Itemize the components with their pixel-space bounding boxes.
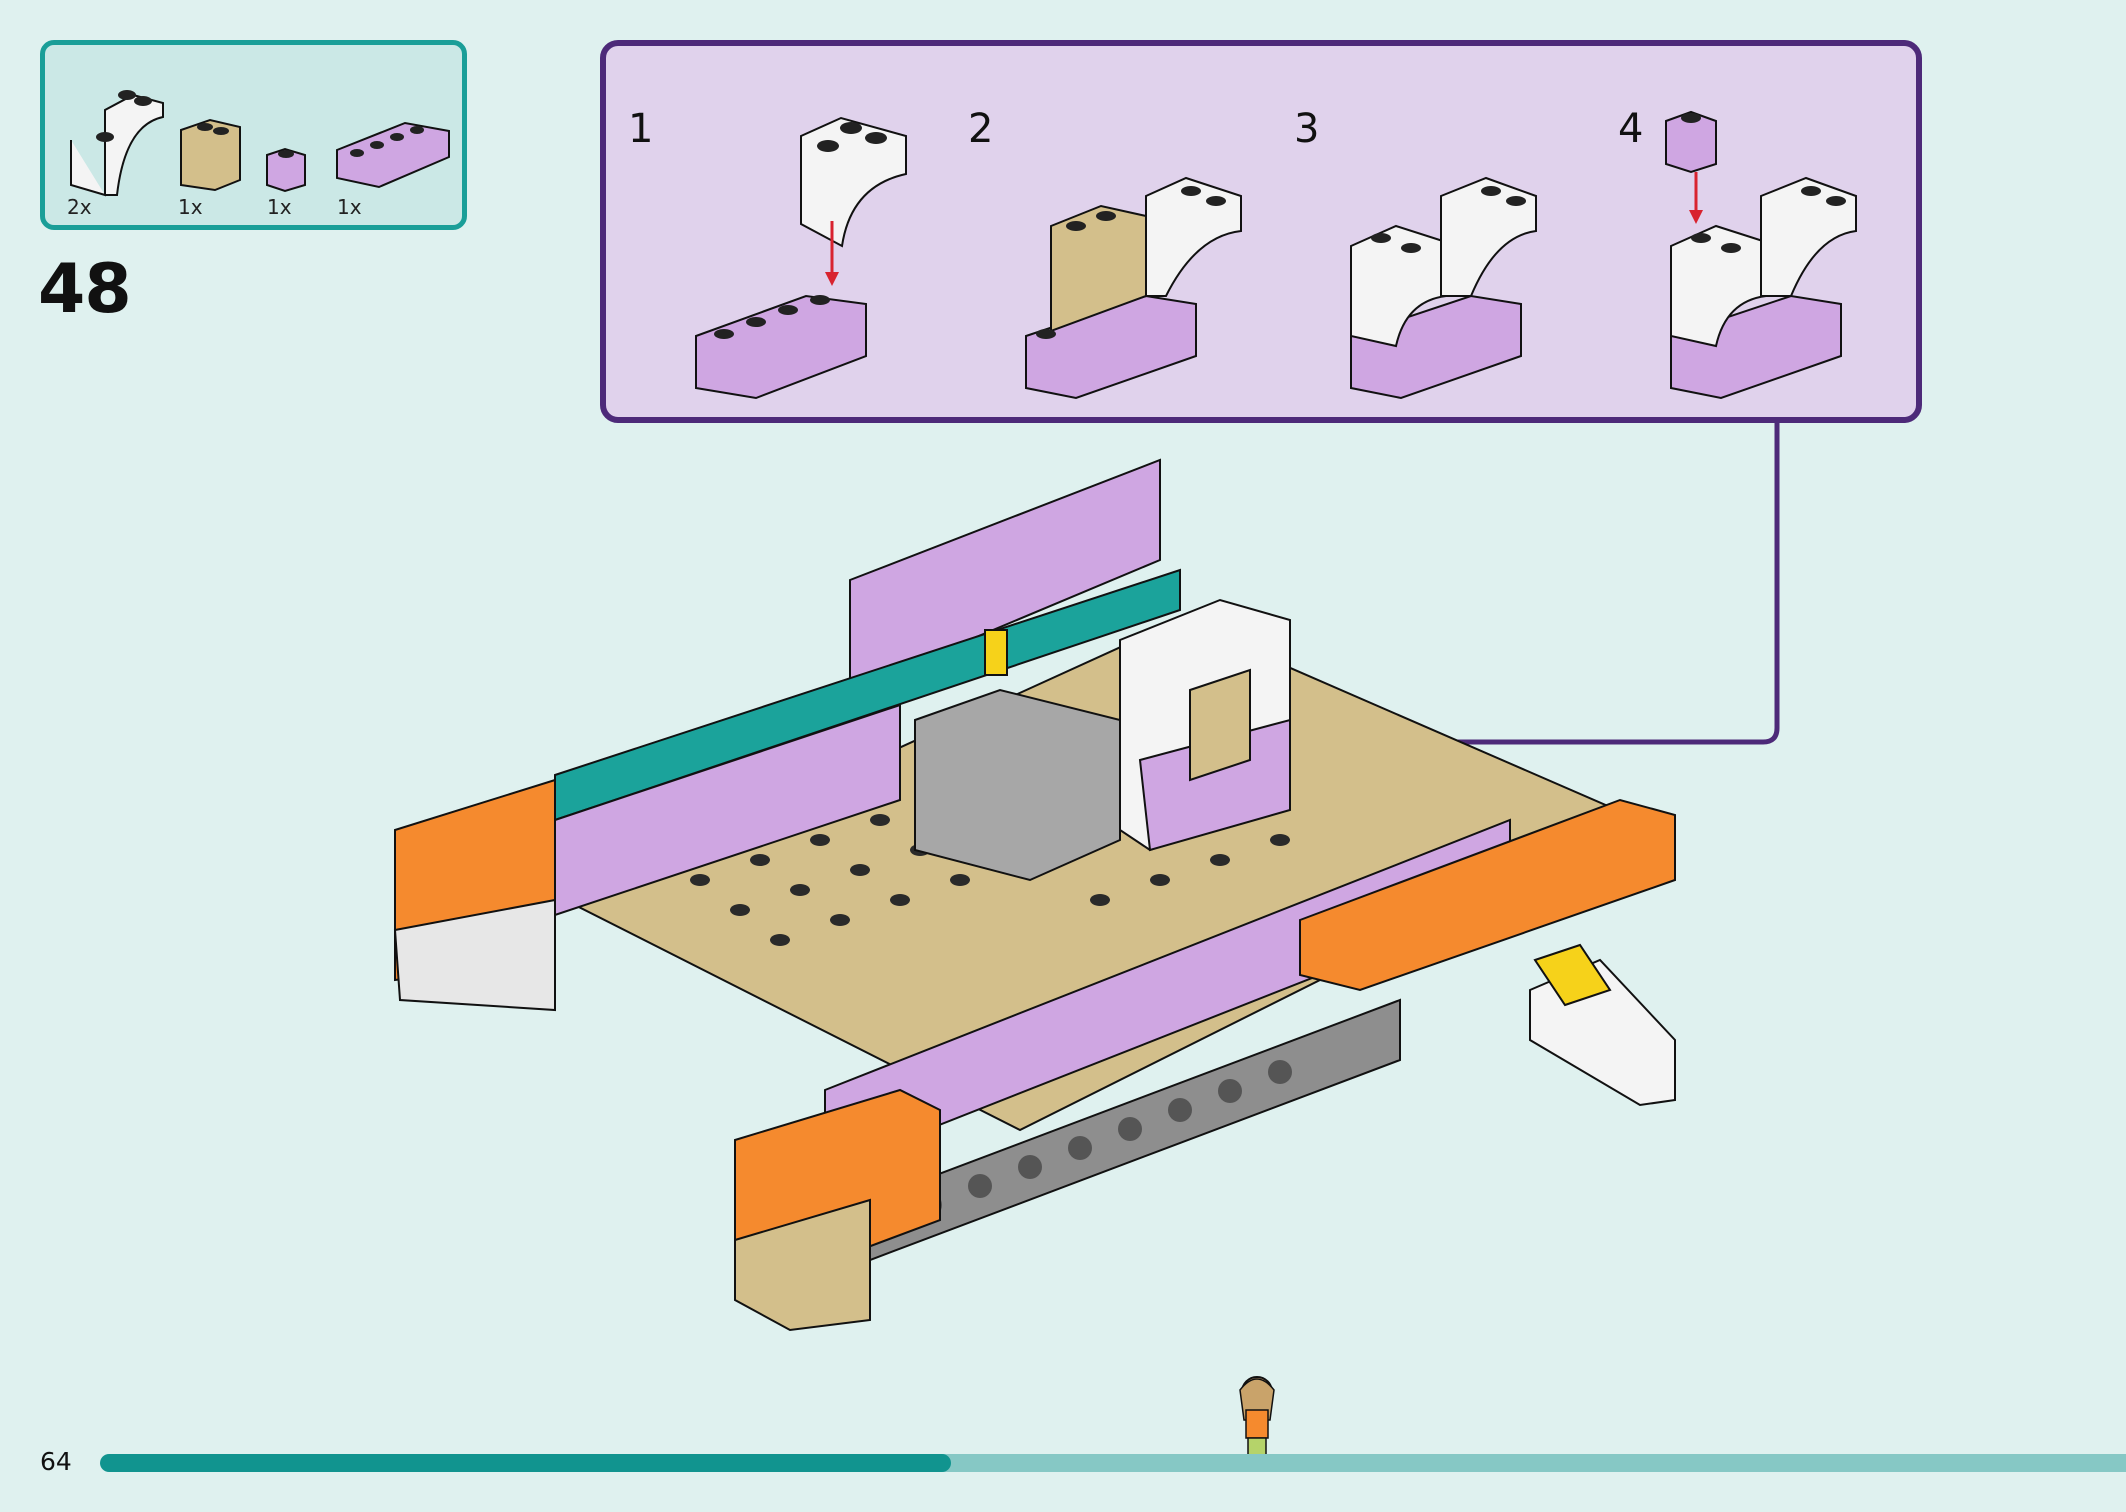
part-qty-2: 1x — [178, 195, 203, 219]
lavender-1x4-brick-icon — [336, 121, 450, 189]
substep-label-1: 1 — [628, 106, 654, 152]
substep-label-2: 2 — [968, 106, 994, 152]
right-white-extension — [1529, 958, 1676, 1107]
part-qty-4: 1x — [337, 195, 362, 219]
page-number: 64 — [40, 1447, 72, 1476]
substep-1-illustration — [695, 116, 907, 400]
callout-leader-line — [1300, 423, 1780, 745]
teal-wall — [554, 568, 1181, 822]
substep-3-illustration — [1350, 176, 1537, 400]
substep-2-illustration — [1025, 176, 1242, 400]
placed-arch-assembly — [1119, 598, 1291, 852]
substep-callout: 1 2 3 4 — [600, 40, 1922, 423]
tan-baseplate — [562, 618, 1643, 1132]
part-qty-3: 1x — [267, 195, 292, 219]
lavender-1x1-brick-icon — [266, 147, 306, 193]
grey-stove — [914, 688, 1121, 882]
progress-bar — [100, 1454, 2126, 1472]
parts-list-box: 2x 1x 1x 1x — [40, 40, 467, 230]
substep-label-4: 4 — [1618, 106, 1644, 152]
substep-4-illustration — [1665, 110, 1857, 400]
progress-bar-fill — [100, 1454, 951, 1472]
callout-arrowhead-icon — [1291, 723, 1322, 761]
front-lavender-wall — [824, 818, 1511, 1172]
substep-illustrations — [695, 110, 1857, 400]
left-orange-block — [394, 778, 556, 982]
tan-panel-brick-icon — [180, 118, 241, 192]
front-grey-beam — [869, 998, 1401, 1262]
right-orange-block — [1299, 798, 1676, 992]
parts-illustrations — [70, 90, 450, 197]
left-lavender-wall — [554, 703, 901, 917]
step-number: 48 — [38, 250, 132, 329]
part-qty-1: 2x — [67, 195, 92, 219]
substep-label-3: 3 — [1294, 106, 1320, 152]
yellow-tap — [984, 629, 1008, 676]
white-arch-brick-icon — [70, 90, 164, 197]
back-lavender-wall — [849, 458, 1161, 692]
